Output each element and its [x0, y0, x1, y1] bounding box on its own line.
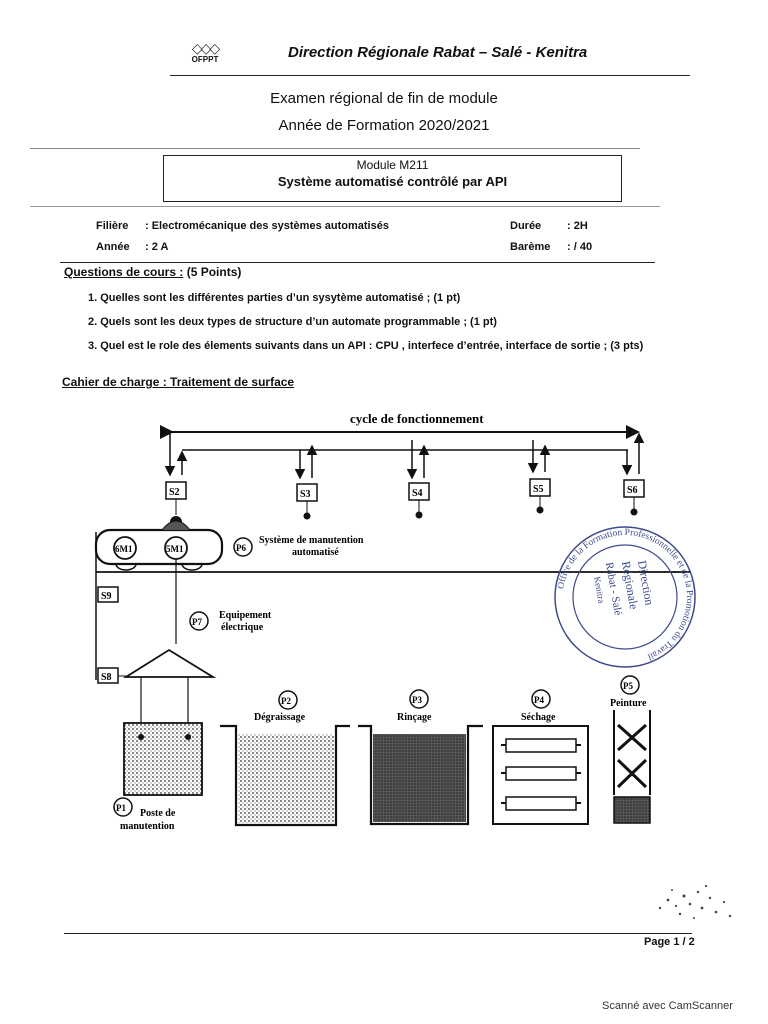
p4-badge: P4 — [534, 695, 544, 705]
p6-badge — [233, 537, 253, 557]
p6-badge-text: P6 — [236, 543, 246, 553]
header-rule — [170, 75, 690, 76]
p7-badge — [189, 611, 209, 631]
hoist-hook — [122, 648, 217, 678]
p4-drying-unit: P4 Séchage — [492, 689, 589, 825]
sensor-label: S3 — [300, 489, 311, 500]
duree-label: Durée — [510, 220, 542, 232]
p3-label: Rinçage — [397, 712, 432, 723]
annee-value: : 2 A — [145, 241, 169, 253]
question-1: 1. Quelles sont les différentes parties … — [88, 292, 461, 304]
sensor-s9-label: S9 — [101, 591, 112, 602]
p3-badge: P3 — [412, 695, 422, 705]
exam-year: Année de Formation 2020/2021 — [278, 117, 490, 134]
trolley: 6M1 5M1 — [94, 516, 224, 571]
p6-label-2: automatisé — [292, 547, 339, 558]
motor-5m1: 5M1 — [166, 544, 184, 554]
surface-treatment-diagram: cycle de fonctionnement S2 S3 S4 S5 — [94, 411, 690, 832]
top-rule — [30, 148, 640, 149]
p7-badge-text: P7 — [192, 617, 202, 627]
p5-label: Peinture — [610, 698, 647, 709]
info-rule — [60, 262, 655, 263]
question-2: 2. Quels sont les deux types de structur… — [88, 316, 497, 328]
sensor-label: S6 — [627, 485, 638, 496]
p2-degreasing-tank: P2 Dégraissage — [220, 690, 350, 827]
p3-rinsing-tank: P3 Rinçage — [358, 689, 483, 826]
p7-label-2: électrique — [221, 622, 264, 633]
cycle-label: cycle de fonctionnement — [350, 411, 484, 426]
questions-points: (5 Points) — [186, 265, 242, 279]
page-number: Page 1 / 2 — [644, 936, 695, 948]
sensor-s9 — [97, 586, 119, 603]
p1-basket — [123, 722, 203, 796]
p5-painting-unit: P5 Peinture — [610, 675, 651, 824]
module-name: Système automatisé contrôlé par API — [277, 174, 508, 189]
p7-label-1: Equipement — [219, 610, 272, 621]
bareme-value: : / 40 — [567, 241, 593, 253]
p5-badge: P5 — [623, 681, 633, 691]
logo-mark-icon: ◇◇◇ — [191, 40, 220, 56]
sensor-s2: S2 — [165, 481, 187, 515]
separator-rule — [30, 206, 660, 207]
station-arrows — [164, 432, 645, 480]
p1-badge-text: P1 — [116, 803, 126, 813]
p6-label-1: Système de manutention — [259, 535, 364, 546]
sensor-label: S2 — [169, 487, 180, 498]
official-stamp: Office de la Formation Professionnelle e… — [554, 526, 696, 668]
duree-value: : 2H — [567, 220, 588, 232]
sensor-s6: S6 — [623, 479, 645, 516]
filiere-value: : Electromécanique des systèmes automati… — [145, 220, 389, 232]
scanner-footer: Scanné avec CamScanner — [602, 1000, 733, 1012]
p1-badge — [113, 797, 133, 817]
p4-label: Séchage — [521, 712, 556, 723]
header-title: Direction Régionale Rabat – Salé - Kenit… — [288, 44, 588, 61]
sensor-s4: S4 — [408, 482, 430, 519]
logo-text: OFPPT — [191, 55, 219, 64]
cahier-title: Cahier de charge : Traitement de surface — [62, 375, 295, 389]
question-3: 3. Quel est le role des élements suivant… — [88, 340, 644, 352]
stamp-line-4: Kenitra — [592, 576, 607, 604]
module-box: Module M211 Système automatisé contrôlé … — [163, 155, 622, 202]
ofppt-logo: ◇◇◇ OFPPT — [180, 40, 230, 64]
module-code: Module M211 — [356, 158, 429, 172]
annee-label: Année — [96, 241, 130, 253]
exam-title: Examen régional de fin de module — [270, 90, 498, 107]
sensor-label: S4 — [412, 488, 423, 499]
p2-label: Dégraissage — [254, 712, 306, 723]
filiere-label: Filière — [96, 220, 129, 232]
bareme-label: Barème — [510, 241, 551, 253]
sensor-s5: S5 — [529, 478, 551, 514]
p1-label-1: Poste de — [140, 808, 176, 819]
footer-rule — [64, 933, 692, 934]
signature-scribble — [658, 884, 732, 919]
questions-heading: Questions de cours : — [64, 265, 184, 279]
p1-label-2: manutention — [120, 821, 175, 832]
questions-title: Questions de cours : (5 Points) — [64, 265, 241, 279]
p2-badge: P2 — [281, 696, 291, 706]
sensor-label: S5 — [533, 484, 544, 495]
motor-6m1: 6M1 — [115, 544, 133, 554]
sensor-s8-label: S8 — [101, 672, 112, 683]
sensor-s3: S3 — [296, 483, 318, 520]
